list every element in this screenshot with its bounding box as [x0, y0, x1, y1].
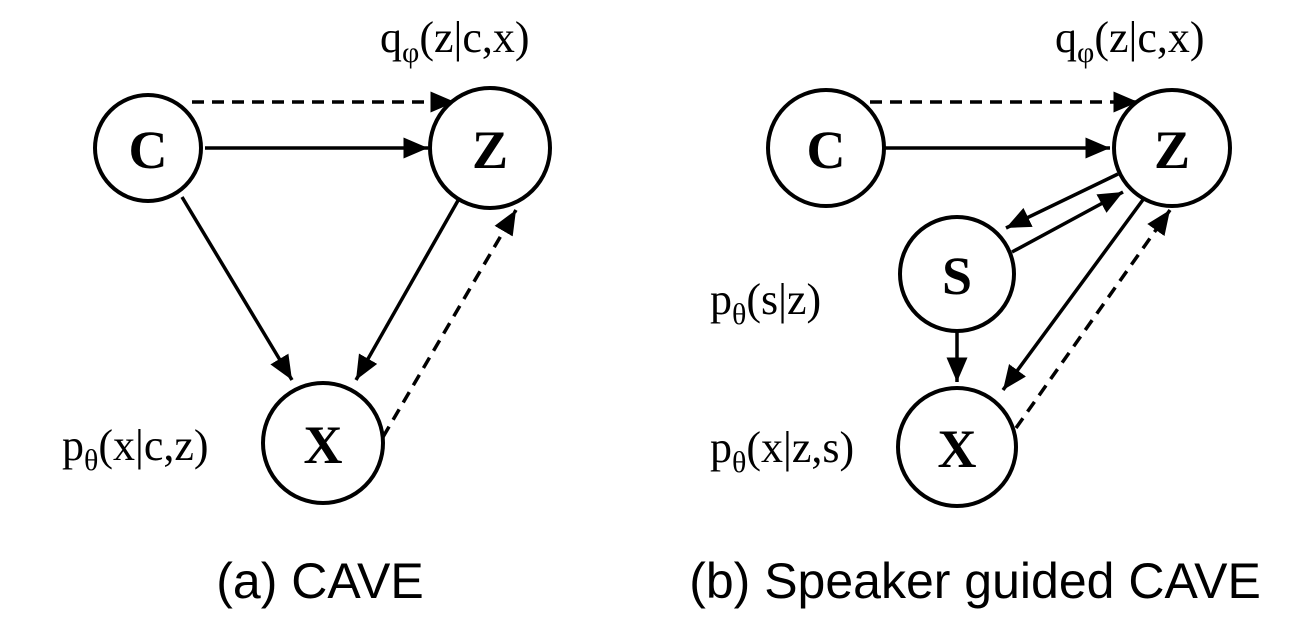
- edge-b-z-to-s-solid: [1005, 172, 1119, 230]
- node-x-label: X: [304, 415, 343, 475]
- edge-b-s-to-z-solid: [1011, 190, 1124, 254]
- node-s: S: [898, 215, 1016, 333]
- node-x: X: [896, 386, 1018, 508]
- likelihood-x-label: pθ(x|z,s): [710, 423, 854, 479]
- node-c-label: C: [129, 120, 168, 180]
- caption-a: (a) CAVE: [216, 553, 423, 609]
- edge-a-x-to-z-dashed: [381, 209, 518, 438]
- diagram-b: C Z S X qφ(z|c,x) pθ(s|z) pθ(x|z,s) (b) …: [689, 13, 1261, 609]
- edge-b-x-to-z-dashed: [1014, 208, 1172, 430]
- node-c: C: [93, 93, 203, 203]
- diagram-a: C Z X qφ(z|c,x) pθ(x|c,z) (a) CAVE: [62, 13, 552, 609]
- node-c: C: [766, 88, 886, 208]
- node-x: X: [261, 381, 385, 505]
- caption-b: (b) Speaker guided CAVE: [689, 553, 1261, 609]
- node-c-label: C: [807, 120, 846, 180]
- posterior-label: qφ(z|c,x): [380, 13, 530, 69]
- node-z-label: Z: [1154, 120, 1190, 180]
- posterior-label: qφ(z|c,x): [1055, 13, 1205, 69]
- node-x-label: X: [938, 419, 977, 479]
- node-s-label: S: [942, 246, 972, 306]
- likelihood-s-label: pθ(s|z): [710, 275, 821, 331]
- edge-b-z-to-x-solid: [1001, 195, 1147, 392]
- edge-a-c-to-x-solid: [180, 196, 294, 381]
- node-z: Z: [428, 86, 552, 210]
- node-z-label: Z: [472, 120, 508, 180]
- likelihood-x-label: pθ(x|c,z): [62, 421, 209, 477]
- node-z: Z: [1112, 88, 1232, 208]
- edge-a-z-to-x-solid: [354, 196, 462, 381]
